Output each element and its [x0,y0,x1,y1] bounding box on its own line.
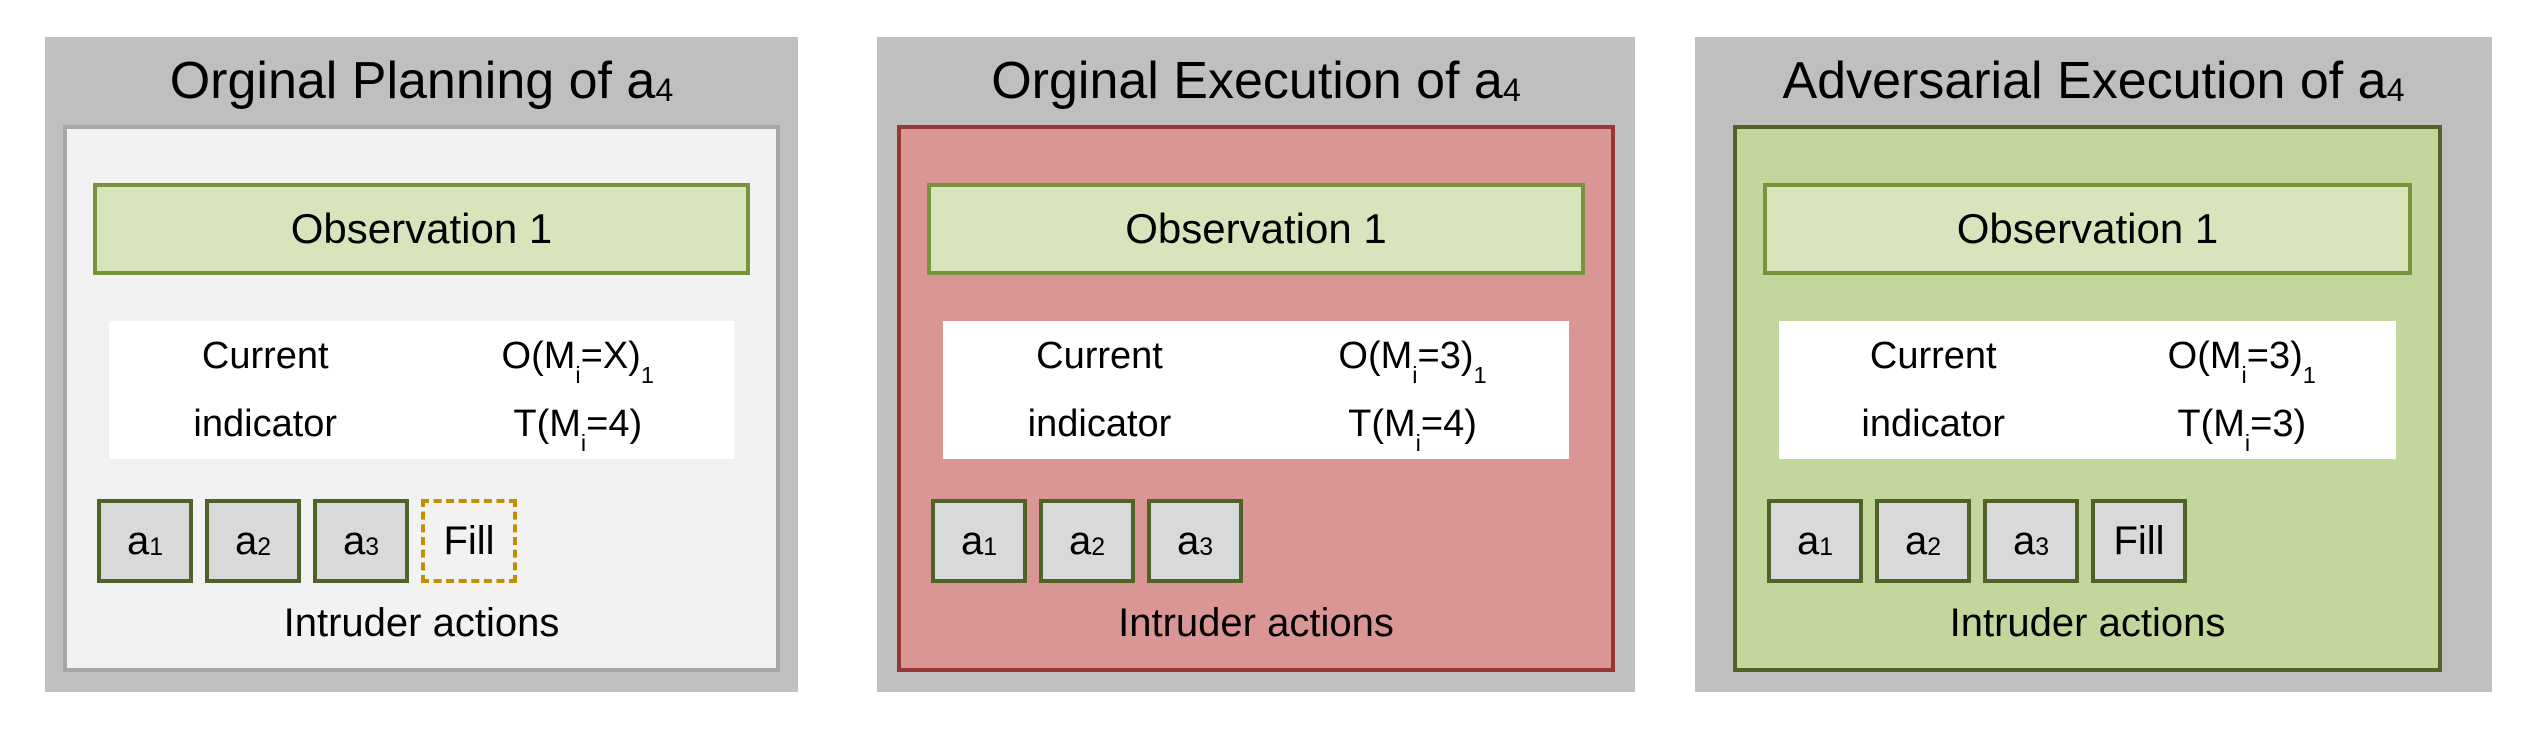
indicator-formulas: O(Mi=X)1 T(Mi=4) [422,327,735,457]
action-box-fill: Fill [2091,499,2187,583]
observation-box: Observation 1 [93,183,750,275]
indicator-box: Current indicator O(Mi=3)1 T(Mi=4) [943,321,1569,459]
observation-formula: O(Mi=3)1 [1338,335,1487,389]
observation-formula: O(Mi=X)1 [501,335,654,389]
observation-label: Observation 1 [1956,205,2219,252]
observation-label: Observation 1 [290,205,553,252]
panel-title-text: Adversarial Execution of a [1782,52,2387,110]
indicator-label-line2: indicator [193,403,338,445]
indicator-label-line1: Current [1036,335,1163,377]
intruder-actions-label: Intruder actions [1949,601,2226,645]
observation-box: Observation 1 [927,183,1585,275]
indicator-label-line1: Current [201,335,329,377]
indicator-label-line2: indicator [1027,403,1172,445]
indicator-label-line2: indicator [1861,403,2006,445]
indicator-box: Current indicator O(Mi=X)1 T(Mi=4) [109,321,734,459]
action-box-fill-dashed: Fill [421,499,517,583]
observation-box: Observation 1 [1763,183,2412,275]
execution-state-box: Observation 1 Current indicator O(Mi=3)1… [897,125,1615,672]
intruder-actions-label: Intruder actions [283,601,560,645]
target-formula: T(Mi=4) [1348,403,1477,457]
intruder-actions-label: Intruder actions [1118,601,1394,645]
observation-label: Observation 1 [1125,205,1387,252]
target-formula: T(Mi=3) [2177,403,2307,457]
panel-title-text: Orginal Planning of a [169,52,656,110]
indicator-label: Current indicator [1779,327,2088,453]
planning-state-box: Observation 1 Current indicator O(Mi=X)1… [63,125,780,672]
indicator-box: Current indicator O(Mi=3)1 T(Mi=3) [1779,321,2396,459]
observation-formula: O(Mi=3)1 [2167,335,2316,389]
indicator-label: Current indicator [943,327,1256,453]
indicator-formulas: O(Mi=3)1 T(Mi=4) [1256,327,1569,457]
indicator-formulas: O(Mi=3)1 T(Mi=3) [2088,327,2397,457]
indicator-label: Current indicator [109,327,422,453]
adversarial-state-box: Observation 1 Current indicator O(Mi=3)1… [1733,125,2442,672]
indicator-label-line1: Current [1869,335,1997,377]
panel-title-text: Orginal Execution of a [991,52,1503,110]
target-formula: T(Mi=4) [513,403,643,457]
